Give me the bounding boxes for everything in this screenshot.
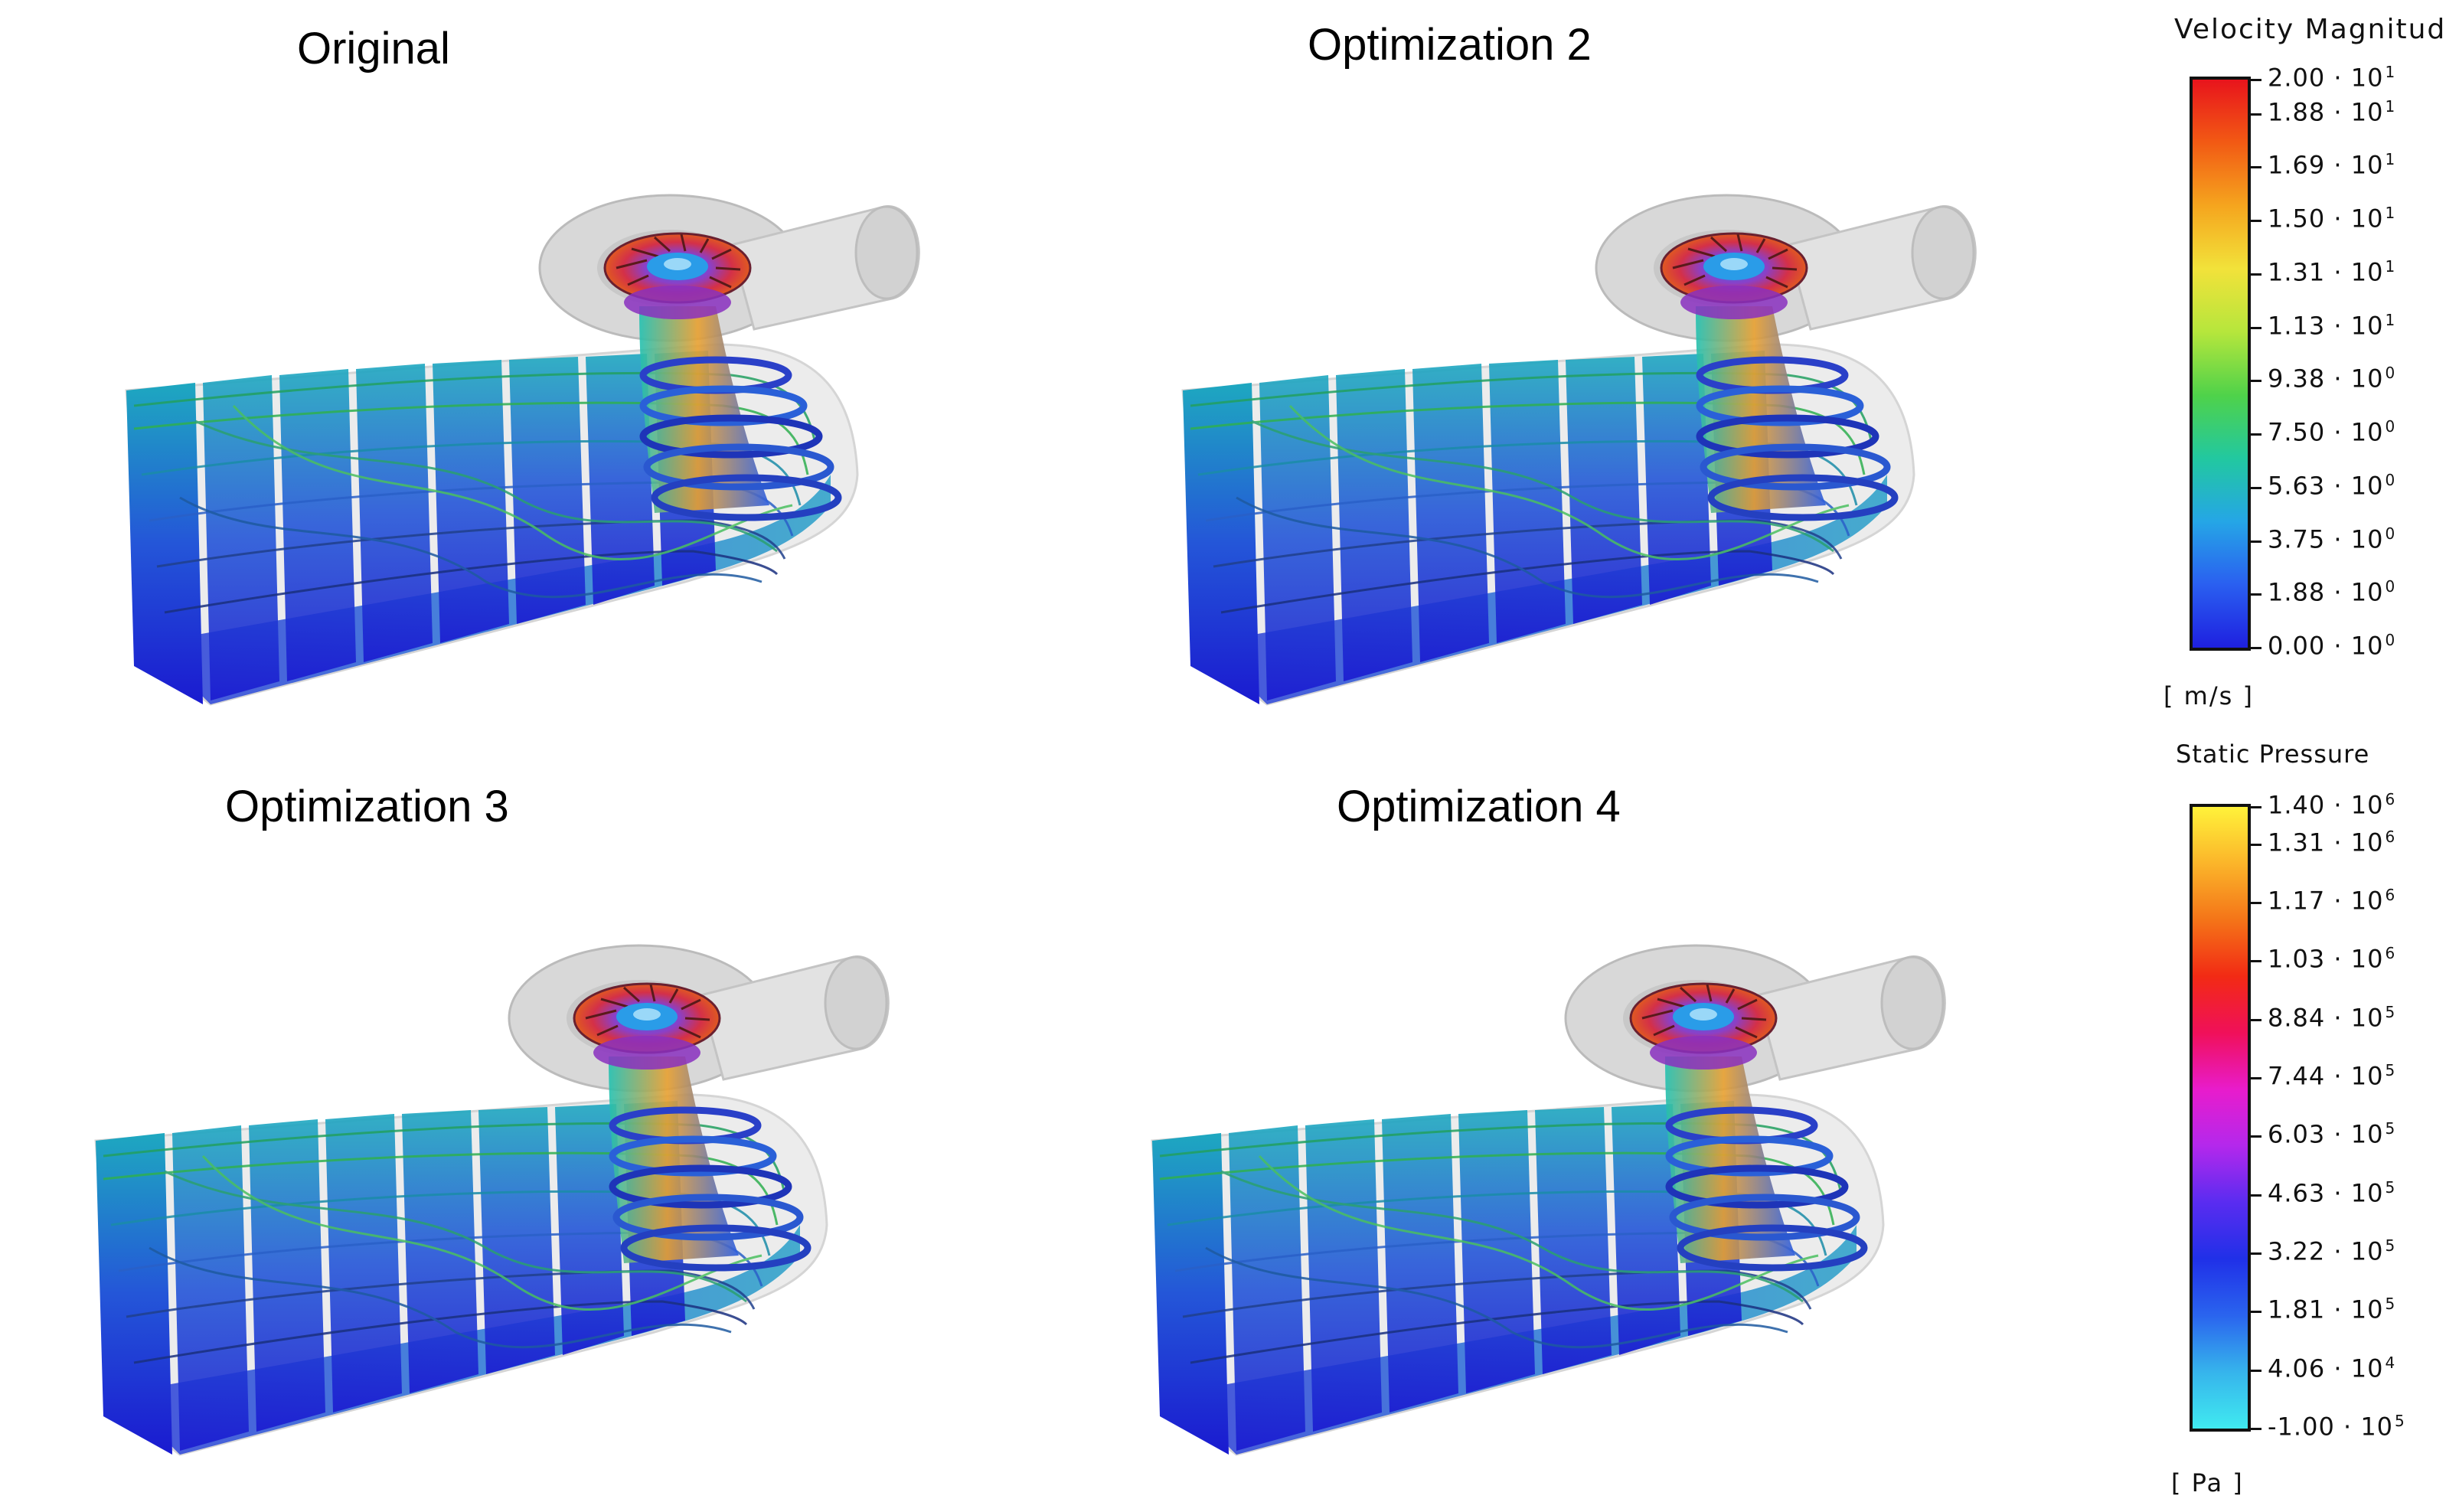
velocity-tick-mark [2251,113,2261,116]
velocity-tick-mark [2251,273,2261,276]
velocity-legend-title: Velocity Magnitude [2174,14,2446,45]
panel-title-optimization-2: Optimization 2 [1308,20,1592,70]
velocity-unit: [ m/s ] [2164,681,2254,710]
pressure-tick-mark [2251,1369,2261,1372]
velocity-tick-mark [2251,647,2261,649]
pressure-tick-mark [2251,806,2261,808]
pressure-tick-mark [2251,1311,2261,1314]
velocity-tick-mark [2251,326,2261,329]
pressure-tick-mark [2251,1135,2261,1138]
pressure-unit: [ Pa ] [2171,1468,2244,1497]
optimization-3-flow-visualization [11,903,968,1485]
velocity-tick-mark [2251,380,2261,383]
optimization-4-flow-visualization [1068,903,2025,1485]
pressure-tick-mark [2251,960,2261,963]
velocity-tick-mark [2251,593,2261,596]
pressure-tick-mark [2251,902,2261,905]
velocity-tick-mark [2251,486,2261,489]
panel-title-original: Original [297,24,450,73]
pressure-tick-mark [2251,1428,2261,1430]
velocity-tick-mark [2251,433,2261,436]
pressure-colorbar [2190,804,2251,1432]
pressure-tick-mark [2251,1194,2261,1197]
panel-title-optimization-4: Optimization 4 [1337,782,1621,831]
velocity-colorbar [2190,77,2251,651]
pressure-tick-mark [2251,843,2261,846]
velocity-tick-mark [2251,166,2261,169]
pressure-legend-title: Static Pressure [2176,740,2370,769]
optimization-2-flow-visualization [1118,153,2036,735]
velocity-tick-mark [2251,220,2261,223]
pressure-tick-mark [2251,1018,2261,1021]
velocity-tick-mark [2251,79,2261,81]
pressure-tick-mark [2251,1077,2261,1080]
panel-title-optimization-3: Optimization 3 [225,782,509,831]
pressure-tick-mark [2251,1252,2261,1256]
velocity-tick-mark [2251,540,2261,543]
original-flow-visualization [61,153,980,735]
